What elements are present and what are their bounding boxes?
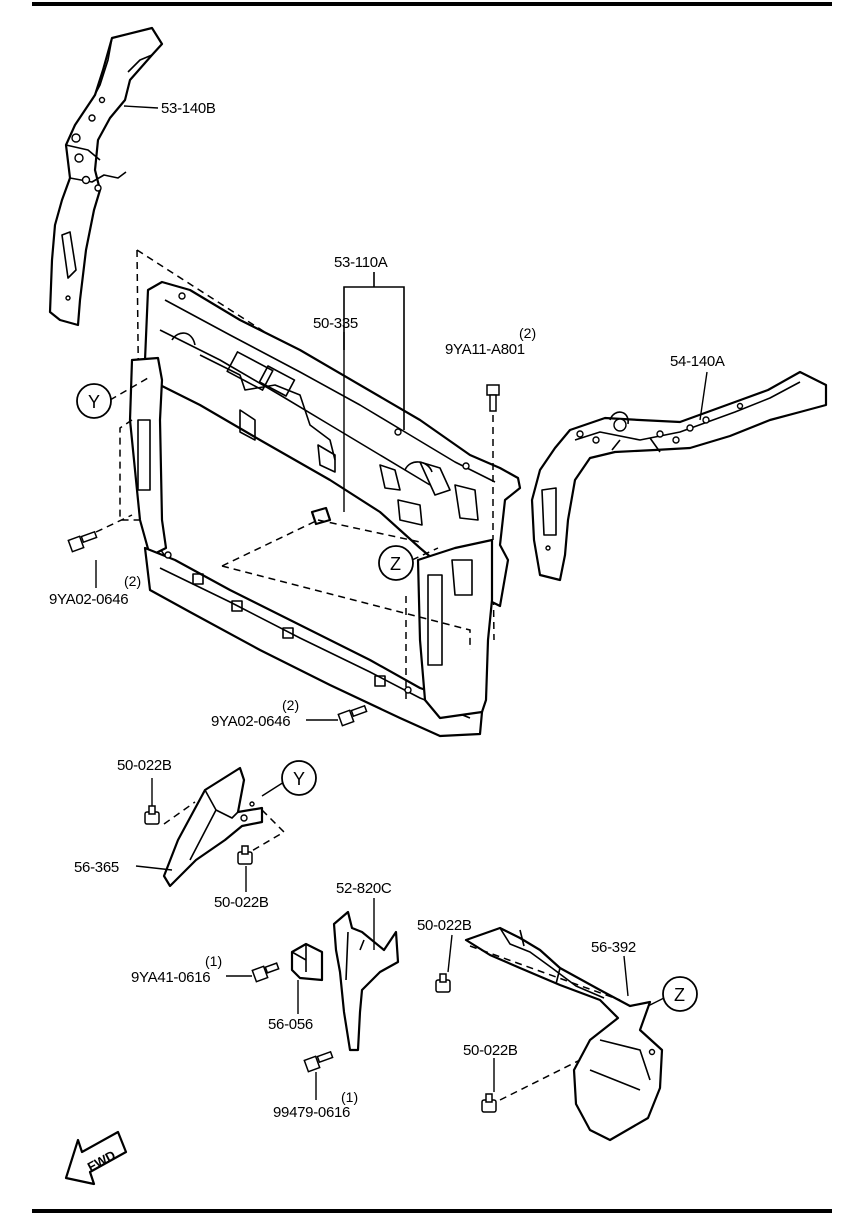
leader-54-140A bbox=[699, 371, 708, 421]
label-54-140A: 54-140A bbox=[670, 353, 725, 370]
part-56-056 bbox=[290, 942, 324, 982]
label-53-140B: 53-140B bbox=[161, 100, 216, 117]
fwd-arrow-icon: FWD bbox=[64, 1130, 128, 1186]
part-56-392 bbox=[464, 926, 664, 1142]
panel-56-392-dash bbox=[469, 945, 621, 1101]
part-53-110A bbox=[128, 249, 522, 738]
part-50-335 bbox=[310, 506, 332, 526]
label-50-022B-a: 50-022B bbox=[117, 757, 172, 774]
bolt-9YA02-0646-bottom bbox=[337, 704, 368, 727]
label-56-392: 56-392 bbox=[591, 939, 636, 956]
qty-9YA02-0646-left: (2) bbox=[124, 573, 141, 589]
label-56-365: 56-365 bbox=[74, 859, 119, 876]
leader-56-365 bbox=[135, 865, 173, 871]
label-9YA41-0616: 9YA41-0616 bbox=[131, 969, 210, 986]
callout-z-top-dash bbox=[405, 547, 439, 700]
leader-y-bottom bbox=[261, 781, 285, 797]
leader-z-bottom bbox=[647, 997, 665, 1007]
callout-y-top-line bbox=[109, 377, 149, 401]
label-50-022B-c: 50-022B bbox=[417, 917, 472, 934]
label-50-022B-b: 50-022B bbox=[214, 894, 269, 911]
callout-z-top-text: Z bbox=[390, 554, 401, 574]
part-56-365 bbox=[162, 766, 264, 888]
callout-y-top-text: Y bbox=[88, 392, 100, 412]
part-54-140A bbox=[530, 370, 828, 582]
callout-y-top bbox=[76, 383, 112, 419]
clip-50-022B-b bbox=[237, 845, 253, 865]
part-52-820C bbox=[332, 910, 400, 1052]
label-9YA11-A801: 9YA11-A801 bbox=[445, 341, 525, 358]
leader-50-022B-c bbox=[447, 934, 453, 973]
qty-9YA02-0646-bottom: (2) bbox=[282, 697, 299, 713]
callout-y-bottom bbox=[281, 760, 317, 796]
leader-53-110A bbox=[343, 272, 405, 430]
leader-53-140B bbox=[123, 105, 159, 109]
clip-50-022B-a bbox=[144, 805, 160, 825]
qty-99479-0616: (1) bbox=[341, 1089, 358, 1105]
bolt-9YA41-0616 bbox=[251, 962, 280, 983]
bolt-99479-0616 bbox=[303, 1050, 334, 1073]
label-9YA02-0646-left: 9YA02-0646 bbox=[49, 591, 128, 608]
qty-9YA41-0616: (1) bbox=[205, 953, 222, 969]
clip-50-022B-c bbox=[435, 973, 451, 993]
leader-56-392 bbox=[623, 955, 629, 997]
callout-y-bottom-text: Y bbox=[293, 769, 305, 789]
bolt-9YA11-A801 bbox=[486, 384, 500, 540]
qty-9YA11-A801: (2) bbox=[519, 325, 536, 341]
callout-z-bottom bbox=[662, 976, 698, 1012]
label-50-022B-d: 50-022B bbox=[463, 1042, 518, 1059]
part-53-140B bbox=[48, 26, 164, 327]
callout-y-top-dash bbox=[119, 419, 140, 521]
callout-z-bottom-text: Z bbox=[674, 985, 685, 1005]
label-9YA02-0646-bottom: 9YA02-0646 bbox=[211, 713, 290, 730]
label-50-335: 50-335 bbox=[313, 315, 358, 332]
panel-56-365-dash bbox=[163, 801, 286, 853]
label-56-056: 56-056 bbox=[268, 1016, 313, 1033]
label-52-820C: 52-820C bbox=[336, 880, 392, 897]
label-99479-0616: 99479-0616 bbox=[273, 1104, 350, 1121]
bolt-9YA02-0646-left bbox=[67, 514, 133, 553]
label-53-110A: 53-110A bbox=[334, 254, 388, 271]
callout-z-top bbox=[378, 545, 414, 581]
clip-50-022B-d bbox=[481, 1093, 497, 1113]
